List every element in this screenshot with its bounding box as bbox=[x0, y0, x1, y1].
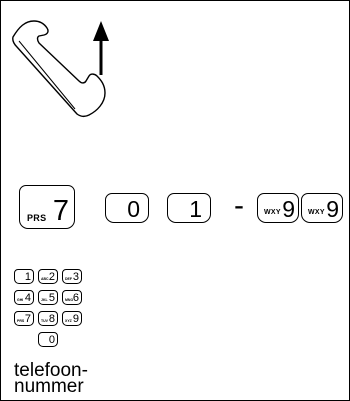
keypad-key-number: 1 bbox=[24, 271, 31, 283]
handset-lift-icon bbox=[12, 20, 109, 118]
keypad-key-number: 9 bbox=[72, 313, 79, 325]
sequence-key-number: 0 bbox=[127, 196, 140, 222]
dial-sequence: PRS 7 0 1 - WXY 9 WXY 9 bbox=[19, 185, 344, 233]
keypad-key-letters: MNO bbox=[65, 298, 74, 302]
sequence-key-number: 9 bbox=[282, 196, 295, 222]
keypad-key-0: 0 bbox=[38, 332, 58, 347]
keypad-key-number: 2 bbox=[48, 271, 55, 283]
keypad-key-number: 0 bbox=[48, 334, 55, 346]
caption: telefoon- nummer bbox=[14, 360, 88, 397]
sequence-key-letters: PRS bbox=[27, 213, 47, 223]
keypad-key-5: JKL 5 bbox=[38, 290, 58, 305]
sequence-key-0: 0 bbox=[105, 193, 149, 223]
keypad-key-letters: JKL bbox=[41, 298, 48, 302]
keypad-key-9: XYZ 9 bbox=[62, 311, 82, 326]
keypad-key-number: 4 bbox=[24, 292, 31, 304]
sequence-key-9: WXY 9 bbox=[301, 193, 343, 223]
sequence-key-letters: WXY bbox=[264, 209, 281, 216]
keypad-key-number: 3 bbox=[72, 271, 79, 283]
sequence-key-9: WXY 9 bbox=[257, 193, 299, 223]
keypad-key-1: 1 bbox=[14, 269, 34, 284]
caption-line-1: telefoon- bbox=[14, 360, 88, 381]
keypad-key-6: MNO 6 bbox=[62, 290, 82, 305]
keypad-key-number: 8 bbox=[48, 313, 55, 325]
caption-line-2: nummer bbox=[14, 376, 84, 397]
sequence-key-number: 7 bbox=[52, 195, 69, 227]
keypad: 1 ABC 2 DEF 3 GHI 4 JKL 5 MNO 6 PRS 7 TU… bbox=[14, 269, 114, 364]
sequence-key-number: 9 bbox=[326, 196, 339, 222]
keypad-key-4: GHI 4 bbox=[14, 290, 34, 305]
keypad-key-letters: DEF bbox=[65, 277, 72, 281]
sequence-key-letters: WXY bbox=[308, 209, 325, 216]
sequence-key-1: 1 bbox=[167, 193, 211, 223]
sequence-key-7: PRS 7 bbox=[19, 185, 75, 229]
keypad-key-number: 6 bbox=[72, 292, 79, 304]
sequence-key-number: 1 bbox=[189, 196, 202, 222]
number-separator: - bbox=[234, 189, 244, 222]
keypad-key-letters: GHI bbox=[17, 298, 24, 302]
keypad-key-letters: XYZ bbox=[65, 319, 72, 323]
keypad-key-8: TUV 8 bbox=[38, 311, 58, 326]
keypad-key-letters: ABC bbox=[41, 277, 49, 281]
keypad-key-3: DEF 3 bbox=[62, 269, 82, 284]
keypad-key-number: 5 bbox=[48, 292, 55, 304]
keypad-key-number: 7 bbox=[24, 313, 31, 325]
keypad-key-2: ABC 2 bbox=[38, 269, 58, 284]
keypad-key-letters: PRS bbox=[17, 319, 25, 323]
keypad-key-7: PRS 7 bbox=[14, 311, 34, 326]
keypad-key-letters: TUV bbox=[41, 319, 48, 323]
